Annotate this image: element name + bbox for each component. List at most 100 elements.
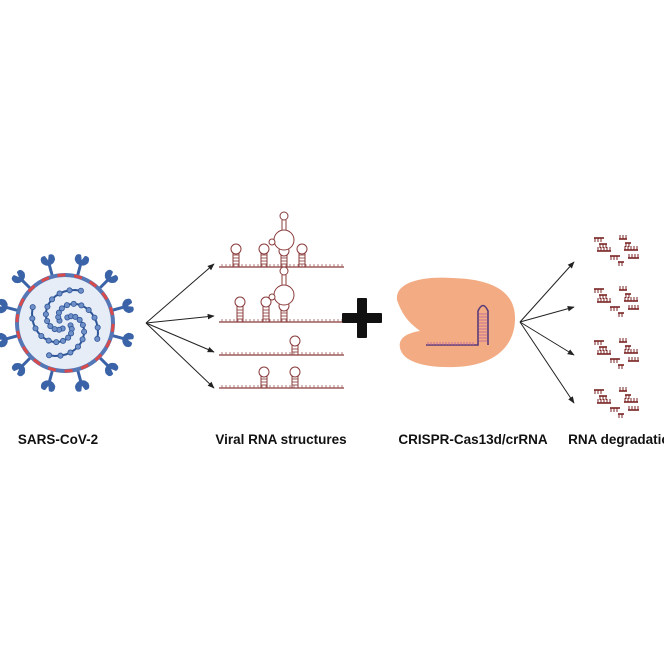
nucleocapsid-bead	[94, 324, 101, 331]
spike-stalk	[20, 355, 33, 368]
membrane-protein	[21, 345, 29, 355]
internal-loop	[273, 229, 295, 251]
spike-protein	[11, 269, 26, 284]
virus-icon	[0, 254, 134, 392]
hairpin-loop	[296, 243, 308, 255]
membrane-protein	[94, 353, 103, 362]
arrow-icon	[519, 321, 575, 404]
internal-loop	[273, 284, 295, 306]
membrane-protein	[16, 330, 21, 340]
nucleocapsid-bead	[81, 328, 88, 335]
nucleocapsid-bead	[45, 337, 52, 344]
membrane-protein	[101, 291, 109, 301]
nucleocapsid-bead	[79, 336, 86, 343]
hairpin-loop	[258, 243, 270, 255]
nucleocapsid-bead	[38, 332, 45, 339]
rna-strand	[219, 211, 344, 268]
nucleocapsid-bead	[67, 349, 74, 356]
spike-protein	[122, 298, 134, 314]
membrane-protein	[18, 297, 25, 307]
spike-stalk	[75, 262, 83, 277]
spike-stalk	[97, 278, 110, 291]
hairpin-loop	[258, 366, 270, 378]
rna-degradation-label: RNA degradation	[568, 432, 664, 447]
hairpin-loop	[260, 296, 272, 308]
spike-protein	[122, 332, 134, 348]
spike-stalk	[20, 278, 33, 291]
nucleocapsid-bead	[47, 323, 54, 330]
nucleocapsid-bead	[91, 314, 98, 321]
arrow-icon	[145, 322, 215, 353]
hairpin-loop	[289, 366, 301, 378]
membrane-protein	[105, 339, 112, 349]
nucleocapsid-bead	[65, 334, 72, 341]
nucleocapsid-bead	[51, 326, 58, 333]
nucleocapsid-bead	[63, 302, 70, 309]
nucleocapsid-bead	[70, 300, 77, 307]
plus-icon	[342, 298, 382, 338]
spike-protein	[0, 298, 8, 314]
nucleocapsid-bead	[29, 315, 36, 322]
nucleocapsid-bead	[57, 352, 64, 359]
nucleocapsid-bead	[53, 339, 60, 346]
nucleocapsid-bead	[42, 311, 49, 318]
membrane-protein	[88, 280, 98, 288]
nucleocapsid-bead	[44, 318, 51, 325]
crrna-strand	[426, 304, 489, 346]
rna-strand	[219, 366, 344, 389]
arrow-icon	[145, 263, 215, 324]
rna-structures	[219, 211, 344, 389]
rna-fragment-icon	[594, 235, 639, 266]
rna-fragment-icon	[594, 286, 639, 317]
membrane-protein	[41, 276, 50, 283]
nucleocapsid-bead	[58, 305, 65, 312]
spike-protein	[0, 332, 8, 348]
arrow-icon	[519, 261, 575, 323]
rna-degradation-fragments	[594, 235, 639, 418]
nucleocapsid-bead	[60, 337, 67, 344]
spike-stalk	[4, 334, 20, 341]
rna-fragment-icon	[594, 338, 639, 369]
spike-stalk	[111, 333, 126, 341]
rna-strand	[219, 335, 344, 356]
crispr-label: CRISPR-Cas13d/crRNA	[398, 432, 548, 447]
crrna-icon	[426, 304, 489, 346]
nucleocapsid-bead	[29, 304, 36, 311]
spike-stalk	[4, 305, 19, 313]
hairpin-loop	[230, 243, 242, 255]
rna-structures-label: Viral RNA structures	[215, 432, 347, 447]
nucleocapsid-bead	[76, 316, 83, 323]
virus-to-rna-arrows	[145, 263, 215, 389]
nucleocapsid-bead	[85, 307, 92, 314]
membrane-protein	[80, 363, 89, 370]
spike-protein	[40, 254, 56, 266]
spike-stalk	[76, 368, 83, 384]
spike-protein	[40, 380, 56, 392]
spike-stalk	[97, 355, 110, 368]
nucleocapsid-bead	[74, 343, 81, 350]
membrane-protein	[64, 369, 73, 373]
arrow-icon	[519, 305, 575, 323]
nucleocapsid-bead	[46, 352, 53, 359]
nucleocapsid-bead	[72, 313, 79, 320]
nucleocapsid-bead	[77, 287, 84, 294]
nucleocapsid-bead	[56, 290, 63, 297]
membrane-protein	[57, 273, 66, 277]
membrane-protein	[32, 358, 42, 366]
spike-stalk	[47, 262, 54, 278]
nucleocapsid-bead	[32, 325, 39, 332]
rna-fragment-icon	[594, 387, 639, 418]
hairpin-loop	[234, 296, 246, 308]
membrane-protein	[110, 323, 115, 332]
nucleocapsid-bead	[68, 330, 75, 337]
nucleocapsid-bead	[66, 287, 73, 294]
membrane-protein	[27, 284, 36, 293]
cas13d-to-degradation-arrows	[519, 261, 575, 404]
nucleocapsid-bead	[78, 302, 85, 309]
spike-protein	[74, 380, 90, 392]
nucleocapsid-bead	[94, 335, 101, 342]
spike-stalk	[47, 369, 55, 384]
membrane-protein	[73, 274, 83, 280]
membrane-protein	[15, 314, 20, 323]
